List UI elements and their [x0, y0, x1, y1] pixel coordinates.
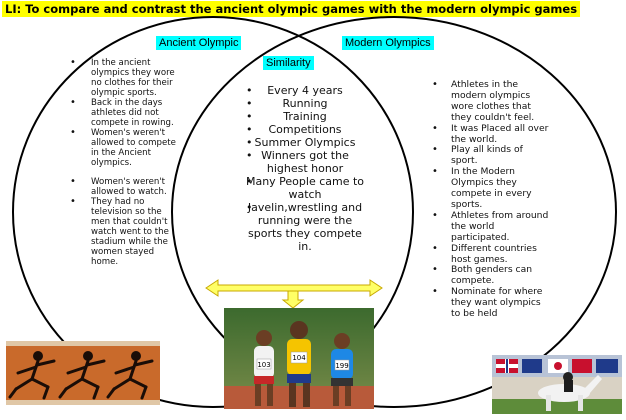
modern-item: It was Placed all over the world.	[432, 123, 550, 146]
modern-item: Different countries host games.	[432, 243, 550, 266]
double-arrow	[205, 279, 383, 297]
ancient-list: In the ancient olympics they wore no clo…	[70, 58, 180, 267]
ancient-item: Back in the days athletes did not compet…	[70, 98, 180, 128]
ancient-item: They had no television so the men that c…	[70, 197, 180, 267]
modern-item: Both genders can compete.	[432, 265, 550, 287]
similarity-item: Summer Olympics	[232, 136, 368, 149]
similarity-heading: Similarity	[263, 56, 314, 70]
modern-item: In the Modern Olympics they compete in e…	[432, 166, 550, 211]
modern-item: Athletes in the modern olympics wore clo…	[432, 79, 550, 124]
bib-number: 104	[292, 354, 306, 362]
lesson-title: LI: To compare and contrast the ancient …	[2, 1, 581, 17]
equestrian-image	[492, 355, 622, 414]
ancient-item: Women's weren't allowed to watch.	[70, 177, 180, 197]
bib-number: 103	[257, 361, 270, 369]
modern-item: Nominate for where they want olympics to…	[432, 286, 550, 320]
ancient-heading: Ancient Olympic	[156, 36, 242, 50]
modern-list: Athletes in the modern olympics wore clo…	[432, 79, 550, 320]
modern-item: Athletes from around the world participa…	[432, 210, 550, 244]
similarity-item: Many People came to watch	[232, 175, 368, 201]
similarity-list: Every 4 years Running Training Competiti…	[232, 84, 368, 253]
similarity-item: Javelin,wrestling and running were the s…	[232, 201, 368, 253]
down-arrow	[281, 290, 305, 309]
modern-heading: Modern Olympics	[342, 36, 434, 50]
similarity-item: Competitions	[232, 123, 368, 136]
ancient-circle	[12, 16, 414, 408]
ancient-item: In the ancient olympics they wore no clo…	[70, 58, 180, 98]
modern-runners-image: 103 104 199	[224, 308, 374, 409]
modern-item: Play all kinds of sport.	[432, 145, 550, 167]
similarity-item: Winners got the highest honor	[232, 149, 368, 175]
similarity-item: Every 4 years	[232, 84, 368, 97]
ancient-item: Women's weren't allowed to compete in th…	[70, 128, 180, 168]
bib-number: 199	[335, 362, 348, 370]
ancient-runners-image	[6, 341, 160, 405]
similarity-item: Training	[232, 110, 368, 123]
similarity-item: Running	[232, 97, 368, 110]
